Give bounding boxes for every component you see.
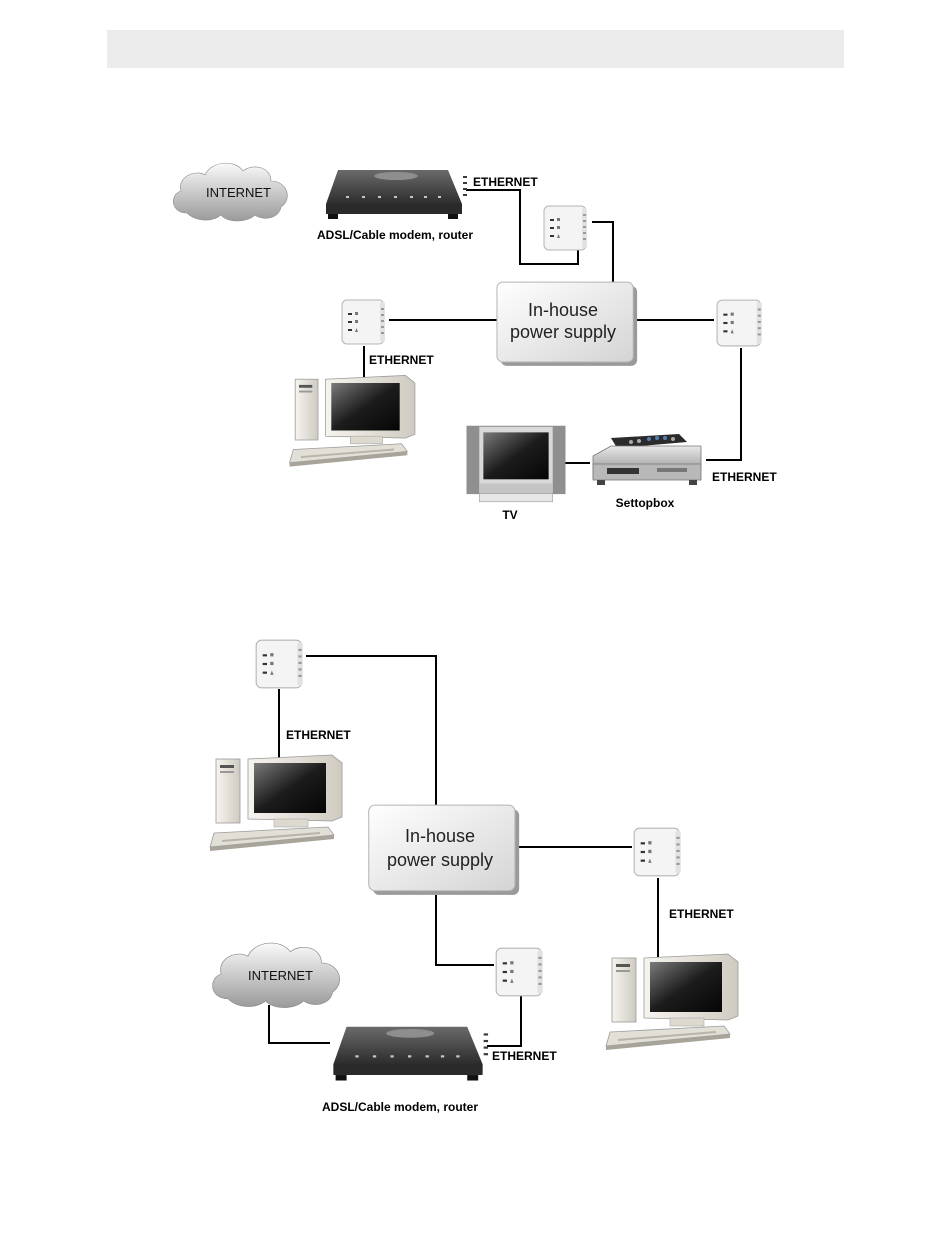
modem-label-2: ADSL/Cable modem, router (322, 1100, 478, 1114)
power-supply-2-line2: power supply (387, 850, 493, 870)
ethernet-label-stb: ETHERNET (712, 470, 777, 484)
powerline-adapter-stb (717, 300, 762, 346)
settopbox-label: Settopbox (616, 496, 675, 510)
power-supply-line1: In-house (528, 300, 598, 320)
computer-3 (606, 954, 738, 1050)
modem-router (326, 170, 467, 219)
internet-cloud: INTERNET (173, 163, 287, 221)
ethernet-label-modem-2: ETHERNET (492, 1049, 557, 1063)
computer-2 (210, 755, 342, 851)
power-supply-box: In-house power supply (497, 282, 637, 366)
computer-1 (290, 375, 415, 466)
ethernet-label-pc2: ETHERNET (669, 907, 734, 921)
internet-label: INTERNET (206, 185, 271, 200)
tv (467, 426, 565, 501)
power-supply-2-line1: In-house (405, 826, 475, 846)
power-supply-box-2: In-house power supply (369, 805, 519, 895)
powerline-adapter-pc (342, 300, 385, 344)
internet-cloud-2: INTERNET (213, 943, 340, 1007)
diagram-1: INTERNET ETHERNET ADSL/Cable modem, rout… (173, 163, 777, 522)
settopbox (593, 434, 701, 485)
ethernet-label-pc1: ETHERNET (286, 728, 351, 742)
ethernet-label-modem: ETHERNET (473, 175, 538, 189)
diagram-2: ETHERNET In-house power supply ETHERNET … (210, 640, 738, 1114)
powerline-adapter-modem-2 (496, 948, 543, 996)
ethernet-label-pc: ETHERNET (369, 353, 434, 367)
modem-label: ADSL/Cable modem, router (317, 228, 473, 242)
internet-label-2: INTERNET (248, 968, 313, 983)
tv-label: TV (502, 508, 517, 522)
powerline-adapter-pc1 (256, 640, 303, 688)
modem-router-2 (333, 1027, 488, 1081)
powerline-adapter-pc2 (634, 828, 681, 876)
power-supply-line2: power supply (510, 322, 616, 342)
powerline-adapter-modem (544, 206, 587, 250)
